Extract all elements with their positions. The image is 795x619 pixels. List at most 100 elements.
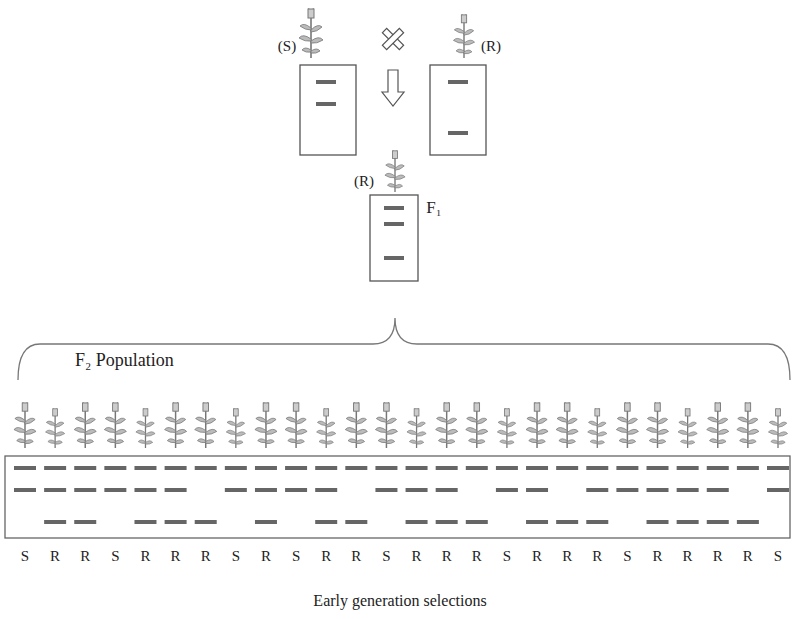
plant bbox=[226, 407, 245, 448]
selection-letter: R bbox=[140, 549, 150, 564]
band bbox=[556, 520, 578, 524]
band bbox=[104, 488, 126, 492]
plant bbox=[74, 401, 96, 448]
cross-symbol bbox=[382, 28, 403, 49]
selection-letter: S bbox=[111, 549, 119, 564]
band bbox=[406, 466, 428, 470]
band bbox=[616, 466, 638, 470]
selection-letter: S bbox=[774, 549, 782, 564]
plant bbox=[255, 401, 277, 448]
band bbox=[255, 520, 277, 524]
plant bbox=[136, 407, 155, 448]
plant bbox=[165, 401, 187, 448]
band bbox=[526, 520, 548, 524]
plant bbox=[195, 401, 217, 448]
brace bbox=[18, 318, 790, 380]
band bbox=[375, 488, 397, 492]
band bbox=[44, 520, 66, 524]
selection-letter: S bbox=[503, 549, 511, 564]
gel-box bbox=[5, 456, 790, 538]
band bbox=[466, 466, 488, 470]
gel-box bbox=[370, 195, 418, 281]
band bbox=[586, 466, 608, 470]
band bbox=[616, 488, 638, 492]
band bbox=[707, 520, 729, 524]
selection-letter: R bbox=[592, 549, 602, 564]
plant bbox=[497, 407, 516, 448]
plant bbox=[646, 401, 668, 448]
plant-row bbox=[14, 401, 788, 448]
band bbox=[677, 466, 699, 470]
selection-letter: S bbox=[292, 549, 300, 564]
plant bbox=[436, 401, 458, 448]
plant bbox=[46, 407, 65, 448]
band bbox=[526, 466, 548, 470]
plant bbox=[317, 407, 336, 448]
parent-label: (S) bbox=[278, 39, 296, 54]
band bbox=[384, 206, 404, 210]
plant bbox=[678, 407, 697, 448]
band bbox=[647, 520, 669, 524]
plant bbox=[453, 13, 474, 58]
band bbox=[225, 488, 247, 492]
band bbox=[285, 488, 307, 492]
band bbox=[448, 131, 468, 135]
band bbox=[375, 466, 397, 470]
selection-letter: R bbox=[683, 549, 693, 564]
plant bbox=[375, 401, 397, 448]
band bbox=[315, 466, 337, 470]
selection-letter: R bbox=[261, 549, 271, 564]
band bbox=[165, 520, 187, 524]
band bbox=[345, 520, 367, 524]
band bbox=[767, 466, 789, 470]
band bbox=[134, 466, 156, 470]
band bbox=[677, 520, 699, 524]
selection-letter: S bbox=[382, 549, 390, 564]
plant bbox=[14, 401, 36, 448]
band bbox=[496, 488, 518, 492]
selection-letter: R bbox=[80, 549, 90, 564]
band bbox=[165, 488, 187, 492]
selection-letter: R bbox=[713, 549, 723, 564]
plant bbox=[707, 401, 729, 448]
band bbox=[707, 466, 729, 470]
band bbox=[384, 256, 404, 260]
band bbox=[436, 488, 458, 492]
band bbox=[737, 520, 759, 524]
selection-letter: R bbox=[201, 549, 211, 564]
plant bbox=[526, 401, 548, 448]
caption-label: Early generation selections bbox=[313, 593, 486, 609]
plant bbox=[407, 407, 426, 448]
band bbox=[44, 488, 66, 492]
band bbox=[44, 466, 66, 470]
selection-letter: R bbox=[532, 549, 542, 564]
band bbox=[195, 466, 217, 470]
generation-label: F₁ bbox=[426, 199, 441, 216]
plant bbox=[285, 401, 307, 448]
population-label: F₂ Population bbox=[75, 351, 174, 369]
band bbox=[345, 466, 367, 470]
band bbox=[406, 488, 428, 492]
selection-letter: S bbox=[623, 549, 631, 564]
band bbox=[556, 466, 578, 470]
plant bbox=[768, 407, 787, 448]
band bbox=[285, 466, 307, 470]
band bbox=[436, 466, 458, 470]
band bbox=[104, 466, 126, 470]
band bbox=[255, 466, 277, 470]
selection-letter: S bbox=[21, 549, 29, 564]
band bbox=[315, 520, 337, 524]
band bbox=[586, 488, 608, 492]
band bbox=[526, 488, 548, 492]
gel-box bbox=[300, 65, 356, 155]
selection-letter: R bbox=[743, 549, 753, 564]
selection-letter: R bbox=[653, 549, 663, 564]
plant bbox=[588, 407, 607, 448]
plant bbox=[466, 401, 488, 448]
band bbox=[406, 520, 428, 524]
band bbox=[134, 488, 156, 492]
band bbox=[677, 488, 699, 492]
band bbox=[195, 520, 217, 524]
